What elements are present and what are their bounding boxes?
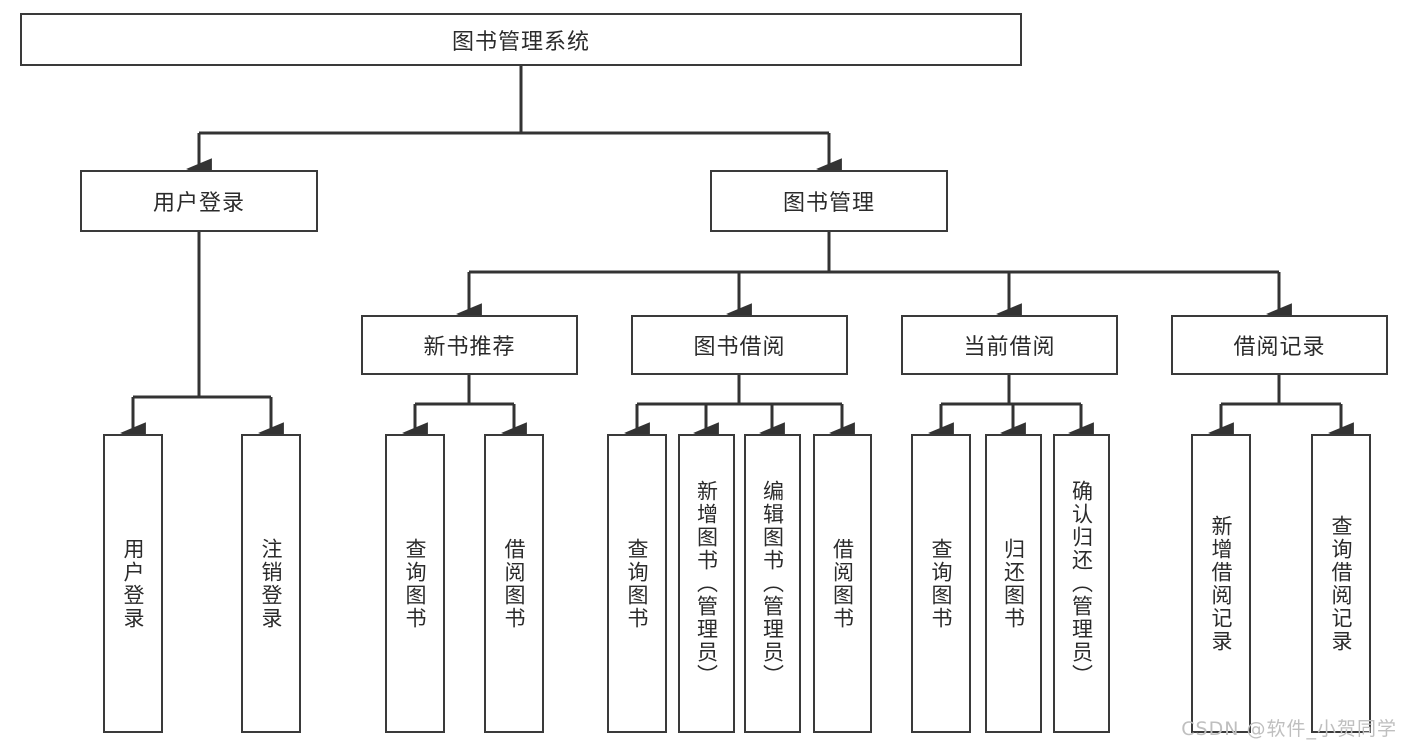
node-leaf-user-logout-label: 注销登录 xyxy=(259,537,284,630)
node-leaf-query-book-1-label: 查询图书 xyxy=(403,537,428,630)
node-new-book-recommend[interactable]: 新书推荐 xyxy=(361,315,578,375)
node-user-login[interactable]: 用户登录 xyxy=(80,170,318,232)
node-leaf-borrow-book-2[interactable]: 借阅图书 xyxy=(813,434,872,733)
node-borrow-record-label: 借阅记录 xyxy=(1233,335,1326,360)
node-root[interactable]: 图书管理系统 xyxy=(20,13,1022,66)
node-leaf-query-record-label: 查询借阅记录 xyxy=(1329,514,1354,653)
node-new-book-recommend-label: 新书推荐 xyxy=(423,335,516,360)
node-user-login-label: 用户登录 xyxy=(152,191,245,216)
node-current-borrow[interactable]: 当前借阅 xyxy=(901,315,1118,375)
node-leaf-edit-book-label: 编辑图书（管理员） xyxy=(760,480,785,687)
node-leaf-query-book-1[interactable]: 查询图书 xyxy=(385,434,445,733)
node-book-manage-label: 图书管理 xyxy=(782,191,875,216)
node-book-borrow-label: 图书借阅 xyxy=(693,335,786,360)
node-book-borrow[interactable]: 图书借阅 xyxy=(631,315,848,375)
node-leaf-query-record[interactable]: 查询借阅记录 xyxy=(1311,434,1371,733)
node-leaf-confirm-return[interactable]: 确认归还（管理员） xyxy=(1053,434,1110,733)
node-leaf-query-book-3[interactable]: 查询图书 xyxy=(911,434,971,733)
node-root-label: 图书管理系统 xyxy=(451,29,590,55)
watermark: CSDN @软件_小贺同学 xyxy=(1181,718,1397,740)
node-leaf-borrow-book-1[interactable]: 借阅图书 xyxy=(484,434,544,733)
node-borrow-record[interactable]: 借阅记录 xyxy=(1171,315,1388,375)
node-leaf-borrow-book-1-label: 借阅图书 xyxy=(502,537,527,630)
node-leaf-edit-book[interactable]: 编辑图书（管理员） xyxy=(744,434,801,733)
node-leaf-add-book-label: 新增图书（管理员） xyxy=(694,480,719,687)
node-leaf-query-book-2[interactable]: 查询图书 xyxy=(607,434,667,733)
node-leaf-user-login[interactable]: 用户登录 xyxy=(103,434,163,733)
node-leaf-query-book-3-label: 查询图书 xyxy=(929,537,954,630)
node-leaf-query-book-2-label: 查询图书 xyxy=(625,537,650,630)
node-leaf-borrow-book-2-label: 借阅图书 xyxy=(830,537,855,630)
edge-paths xyxy=(120,66,1354,444)
node-leaf-return-book[interactable]: 归还图书 xyxy=(985,434,1042,733)
node-leaf-user-login-label: 用户登录 xyxy=(121,537,146,630)
node-leaf-user-logout[interactable]: 注销登录 xyxy=(241,434,301,733)
node-leaf-add-record[interactable]: 新增借阅记录 xyxy=(1191,434,1251,733)
node-leaf-add-record-label: 新增借阅记录 xyxy=(1209,514,1234,653)
node-book-manage[interactable]: 图书管理 xyxy=(710,170,948,232)
node-leaf-add-book[interactable]: 新增图书（管理员） xyxy=(678,434,735,733)
node-current-borrow-label: 当前借阅 xyxy=(963,335,1056,360)
node-leaf-return-book-label: 归还图书 xyxy=(1001,537,1026,630)
node-leaf-confirm-return-label: 确认归还（管理员） xyxy=(1069,480,1094,687)
